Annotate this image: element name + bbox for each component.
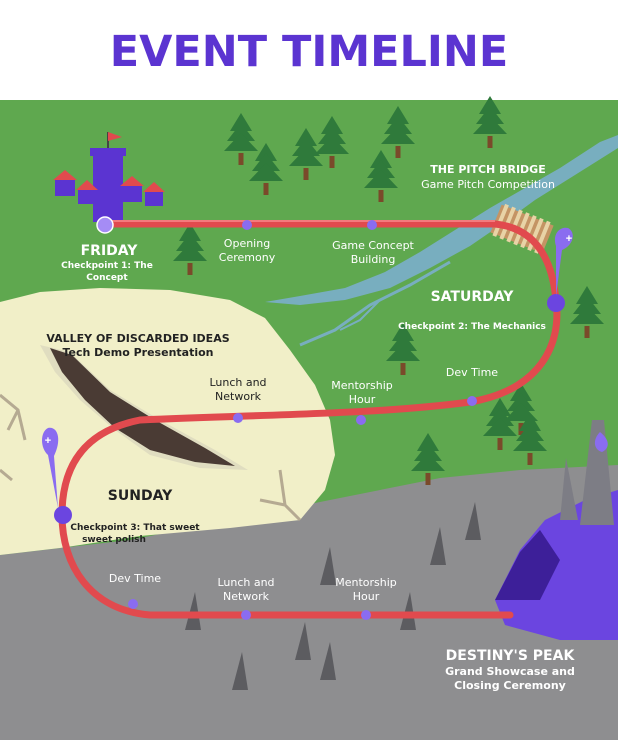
tree xyxy=(483,398,517,450)
day-label-sunday: SUNDAY xyxy=(108,488,173,504)
stop-label-sun-lunch: Lunch and xyxy=(217,576,274,589)
stop-label-sat-mentor: Mentorship xyxy=(331,379,393,392)
rock-spike xyxy=(295,622,311,660)
tree xyxy=(249,143,283,195)
stop-concept-node xyxy=(367,220,377,230)
checkpoint-label-friday: Concept xyxy=(86,273,128,283)
tree xyxy=(411,433,445,485)
landmark-pitch-bridge-name: THE PITCH BRIDGE xyxy=(430,163,545,176)
tree xyxy=(473,96,507,148)
stop-sun-lunch-node xyxy=(241,610,251,620)
stop-sun-devtime-node xyxy=(128,599,138,609)
tree xyxy=(224,113,258,165)
rock-spike xyxy=(400,592,416,630)
landmark-pitch-bridge-subtitle: Game Pitch Competition xyxy=(421,178,555,191)
tree xyxy=(381,106,415,158)
castle xyxy=(53,132,165,222)
stop-label-sun-mentor: Mentorship xyxy=(335,576,397,589)
checkpoint-friday-node xyxy=(96,216,114,234)
peak-mountain-dark xyxy=(495,530,560,600)
bridge-plank xyxy=(520,215,537,249)
valley-chasm-inner xyxy=(50,348,235,466)
checkpoint-pin-saturday: + xyxy=(554,227,573,296)
checkpoint-sunday-node xyxy=(54,506,72,524)
stop-sat-devtime-node xyxy=(467,396,477,406)
river-branch xyxy=(299,260,451,347)
trees xyxy=(173,96,604,485)
stop-label-sat-lunch: Lunch and xyxy=(209,376,266,389)
stop-label-sat-mentor: Hour xyxy=(349,393,376,406)
stop-label-sun-devtime: Dev Time xyxy=(109,572,161,585)
river-branch xyxy=(339,299,381,331)
stop-label-opening: Opening xyxy=(224,237,270,250)
stop-sat-mentor-node xyxy=(356,415,366,425)
rock-spike xyxy=(232,652,248,690)
checkpoint-label-sunday: sweet polish xyxy=(82,535,146,545)
day-label-friday: FRIDAY xyxy=(81,243,139,259)
page-title: EVENT TIMELINE xyxy=(110,27,509,77)
rock-spike xyxy=(320,547,336,585)
svg-text:+: + xyxy=(45,435,51,447)
stop-sat-lunch-node xyxy=(233,413,243,423)
stop-opening-node xyxy=(242,220,252,230)
stop-label-sat-devtime: Dev Time xyxy=(446,366,498,379)
peak-tower-flame xyxy=(594,432,608,452)
landmark-valley-name: VALLEY OF DISCARDED IDEAS xyxy=(46,332,229,345)
tree xyxy=(289,128,323,180)
landmark-peak-subtitle: Closing Ceremony xyxy=(454,679,566,692)
stop-sun-mentor-node xyxy=(361,610,371,620)
stop-label-opening: Ceremony xyxy=(219,251,276,264)
landmark-peak-subtitle: Grand Showcase and xyxy=(445,665,575,678)
day-label-saturday: SATURDAY xyxy=(431,289,515,305)
checkpoint-saturday-node xyxy=(547,294,565,312)
tree xyxy=(315,116,349,168)
rock-spike xyxy=(185,592,201,630)
stop-label-concept: Game Concept xyxy=(332,239,414,252)
checkpoint-pin-sunday: + xyxy=(42,427,59,508)
stop-label-sat-lunch: Network xyxy=(215,390,262,403)
tree xyxy=(386,323,420,375)
rock-spike xyxy=(465,502,481,540)
rock-spike xyxy=(430,527,446,565)
stop-label-concept: Building xyxy=(351,253,396,266)
landmark-valley-subtitle: Tech Demo Presentation xyxy=(62,346,213,359)
svg-text:+: + xyxy=(566,233,572,245)
checkpoint-label-friday: Checkpoint 1: The xyxy=(61,261,153,271)
tree xyxy=(173,223,207,275)
bridge-plank xyxy=(492,203,509,237)
stop-label-sun-mentor: Hour xyxy=(353,590,380,603)
landmark-peak-name: DESTINY'S PEAK xyxy=(446,648,576,664)
checkpoint-label-saturday: Checkpoint 2: The Mechanics xyxy=(398,322,546,332)
rock-spikes xyxy=(185,502,481,690)
tree xyxy=(570,286,604,338)
rock-region xyxy=(0,465,618,740)
rock-spike xyxy=(320,642,336,680)
stop-label-sun-lunch: Network xyxy=(223,590,270,603)
tree xyxy=(513,413,547,465)
tree xyxy=(364,150,398,202)
sand-crack xyxy=(0,393,302,522)
checkpoint-label-sunday: Checkpoint 3: That sweet xyxy=(70,523,200,533)
